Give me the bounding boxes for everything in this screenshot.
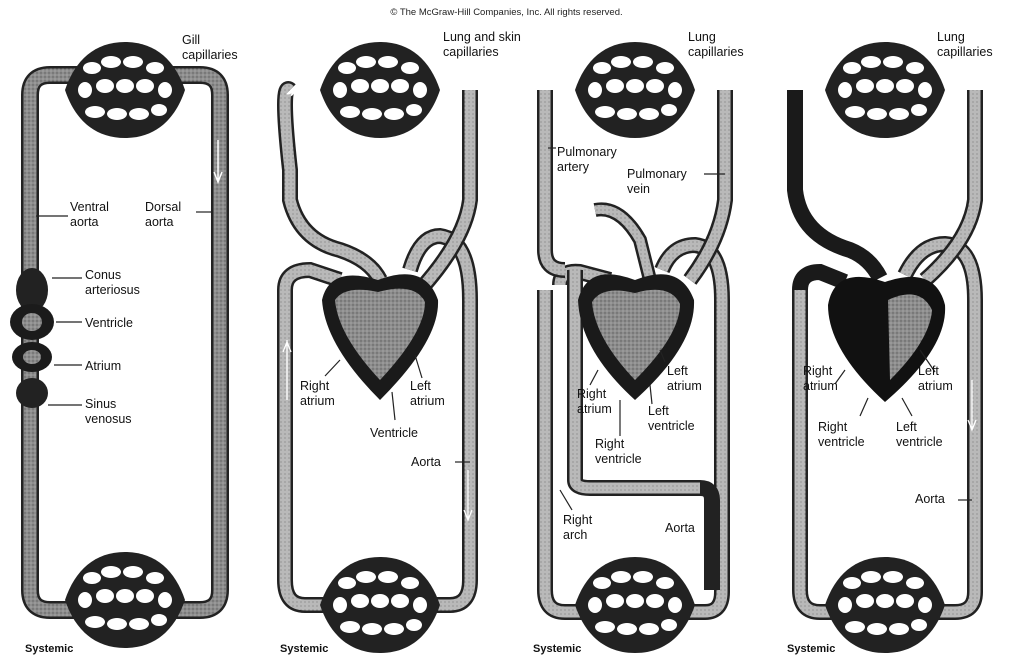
right-arch-label: Right arch	[563, 513, 592, 543]
left-atrium-label-4: Left atrium	[918, 364, 953, 394]
systemic-label-3: Systemic	[533, 643, 581, 655]
right-atrium-label-3: Right atrium	[577, 387, 612, 417]
left-atrium-label-3: Left atrium	[667, 364, 702, 394]
left-ventricle-label-4: Left ventricle	[896, 420, 943, 450]
reptile-circulation-panel	[545, 42, 725, 653]
ventricle-label: Ventricle	[85, 316, 133, 331]
systemic-label-4: Systemic	[787, 643, 835, 655]
conus-arteriosus-label: Conus arteriosus	[85, 268, 140, 298]
mammal-circulation-panel	[795, 42, 976, 653]
ventral-aorta-label: Ventral aorta	[70, 200, 109, 230]
left-ventricle-label-3: Left ventricle	[648, 404, 695, 434]
right-atrium-label-4: Right atrium	[803, 364, 838, 394]
aorta-label-2: Aorta	[411, 455, 441, 470]
gill-capillaries-label: Gill capillaries	[182, 33, 238, 63]
systemic-label-1: Systemic	[25, 643, 73, 655]
left-atrium-label-2: Left atrium	[410, 379, 445, 409]
amphibian-circulation-panel	[283, 42, 472, 653]
lung-capillaries-label-4: Lung capillaries	[937, 30, 993, 60]
ventricle-label-2: Ventricle	[370, 426, 418, 441]
fish-circulation-panel	[10, 42, 222, 648]
pulmonary-artery-label: Pulmonary artery	[557, 145, 617, 175]
sinus-venosus-label: Sinus venosus	[85, 397, 132, 427]
dorsal-aorta-label: Dorsal aorta	[145, 200, 181, 230]
fish-heart	[10, 268, 54, 408]
atrium-label: Atrium	[85, 359, 121, 374]
right-ventricle-label-4: Right ventricle	[818, 420, 865, 450]
right-atrium-label-2: Right atrium	[300, 379, 335, 409]
systemic-label-2: Systemic	[280, 643, 328, 655]
aorta-label-4: Aorta	[915, 492, 945, 507]
pulmonary-vein-label: Pulmonary vein	[627, 167, 687, 197]
aorta-label-3: Aorta	[665, 521, 695, 536]
lung-skin-capillaries-label: Lung and skin capillaries	[443, 30, 521, 60]
lung-capillaries-label-3: Lung capillaries	[688, 30, 744, 60]
right-ventricle-label-3: Right ventricle	[595, 437, 642, 467]
